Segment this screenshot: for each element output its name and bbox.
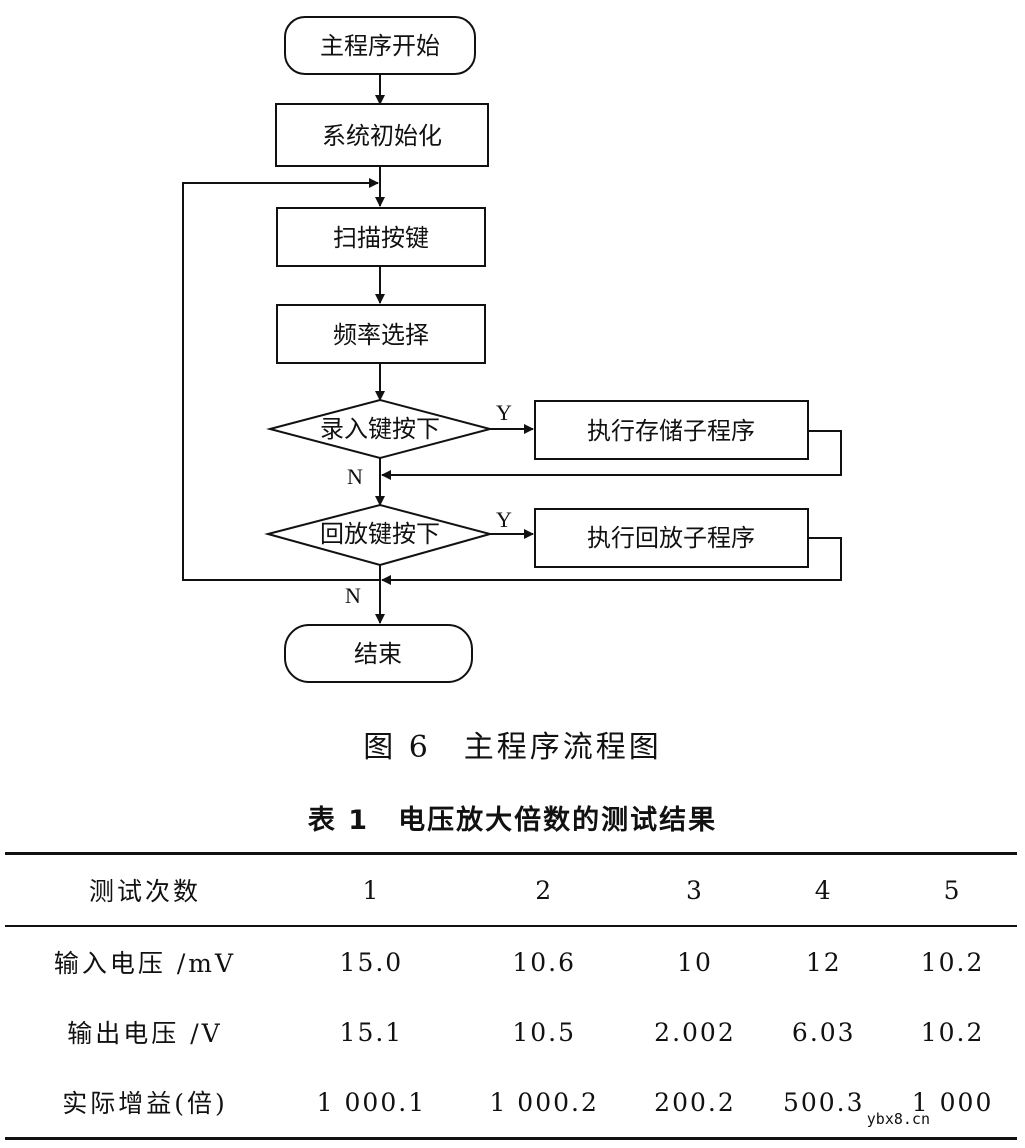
table-caption: 表 1 电压放大倍数的测试结果 [307, 805, 718, 836]
header-label-cell: 测试次数 [88, 877, 201, 906]
record-key-decision-label: 录入键按下 [320, 415, 440, 443]
table-cell: 1 000 [911, 1087, 994, 1117]
store-subroutine-label: 执行存储子程序 [587, 417, 755, 445]
playback-key-decision-label: 回放键按下 [320, 520, 440, 548]
table-cell: 10.2 [920, 947, 985, 977]
playback-subroutine-label: 执行回放子程序 [587, 524, 755, 552]
no-label-playback: N [345, 583, 361, 608]
table-header-row: 测试次数 1 2 3 4 5 [5, 853, 1017, 926]
table-cell: 15.1 [339, 1017, 404, 1047]
header-test-1: 1 [362, 875, 381, 905]
record-key-decision: 录入键按下 [266, 398, 494, 460]
row-label-actual-gain: 实际增益(倍) [62, 1089, 228, 1118]
table-cell: 6.03 [791, 1017, 856, 1047]
flow-connectors [182, 74, 842, 624]
frequency-select-node: 频率选择 [276, 304, 486, 364]
table-cell: 500.3 [782, 1087, 865, 1117]
yes-label-playback: Y [496, 507, 512, 532]
header-test-3: 3 [686, 875, 704, 905]
table-cell: 200.2 [654, 1087, 736, 1117]
start-node: 主程序开始 [284, 16, 476, 75]
figure-caption: 图 6 主程序流程图 [363, 730, 662, 765]
table-cell: 2.002 [654, 1017, 736, 1047]
table-row-output-voltage: 输出电压 /V 15.1 10.5 2.002 6.03 10.2 [5, 997, 1017, 1067]
no-label-record: N [347, 464, 363, 489]
table-cell: 12 [805, 947, 842, 977]
table-header: 测试次数 1 2 3 4 5 [5, 853, 1017, 926]
store-subroutine-node: 执行存储子程序 [534, 400, 809, 460]
table-cell: 10.2 [920, 1017, 985, 1047]
init-node-label: 系统初始化 [322, 122, 442, 150]
yes-label-record: Y [496, 400, 512, 425]
table-cell: 1 000.2 [489, 1087, 599, 1117]
table-row-actual-gain: 实际增益(倍) 1 000.1 1 000.2 200.2 500.3 1 00… [5, 1067, 1017, 1139]
table-cell: 1 000.1 [316, 1087, 427, 1117]
table-row-input-voltage: 输入电压 /mV 15.0 10.6 10 12 10.2 [5, 926, 1017, 997]
table-cell: 10.6 [512, 947, 576, 977]
row-label-input-voltage: 输入电压 /mV [53, 949, 237, 978]
table-cell: 15.0 [339, 947, 404, 977]
start-node-label: 主程序开始 [320, 32, 440, 60]
site-watermark: ybx8.cn [866, 1110, 930, 1128]
table-cell: 10.5 [512, 1017, 576, 1047]
header-test-2: 2 [535, 875, 554, 905]
end-node-label: 结束 [354, 640, 402, 668]
header-test-4: 4 [814, 875, 833, 905]
end-node: 结束 [284, 624, 473, 683]
playback-key-decision: 回放键按下 [264, 503, 494, 567]
table-cell: 10 [677, 947, 713, 977]
scan-keys-node-label: 扫描按键 [333, 224, 429, 252]
row-label-output-voltage: 输出电压 /V [67, 1019, 223, 1048]
scan-keys-node: 扫描按键 [276, 207, 486, 267]
main-program-flowchart: 主程序开始 系统初始化 扫描按键 频率选择 录入键按下 执行存储子程序 回放键按… [182, 16, 842, 683]
frequency-select-node-label: 频率选择 [333, 321, 429, 349]
header-test-5: 5 [943, 875, 962, 905]
voltage-gain-results-table: 测试次数 1 2 3 4 5 输入电压 /mV 15.0 10.6 10 12 … [5, 852, 1017, 1140]
init-node: 系统初始化 [275, 103, 489, 167]
playback-subroutine-node: 执行回放子程序 [534, 508, 809, 568]
table-body: 输入电压 /mV 15.0 10.6 10 12 10.2 输出电压 /V 15… [5, 926, 1017, 1139]
